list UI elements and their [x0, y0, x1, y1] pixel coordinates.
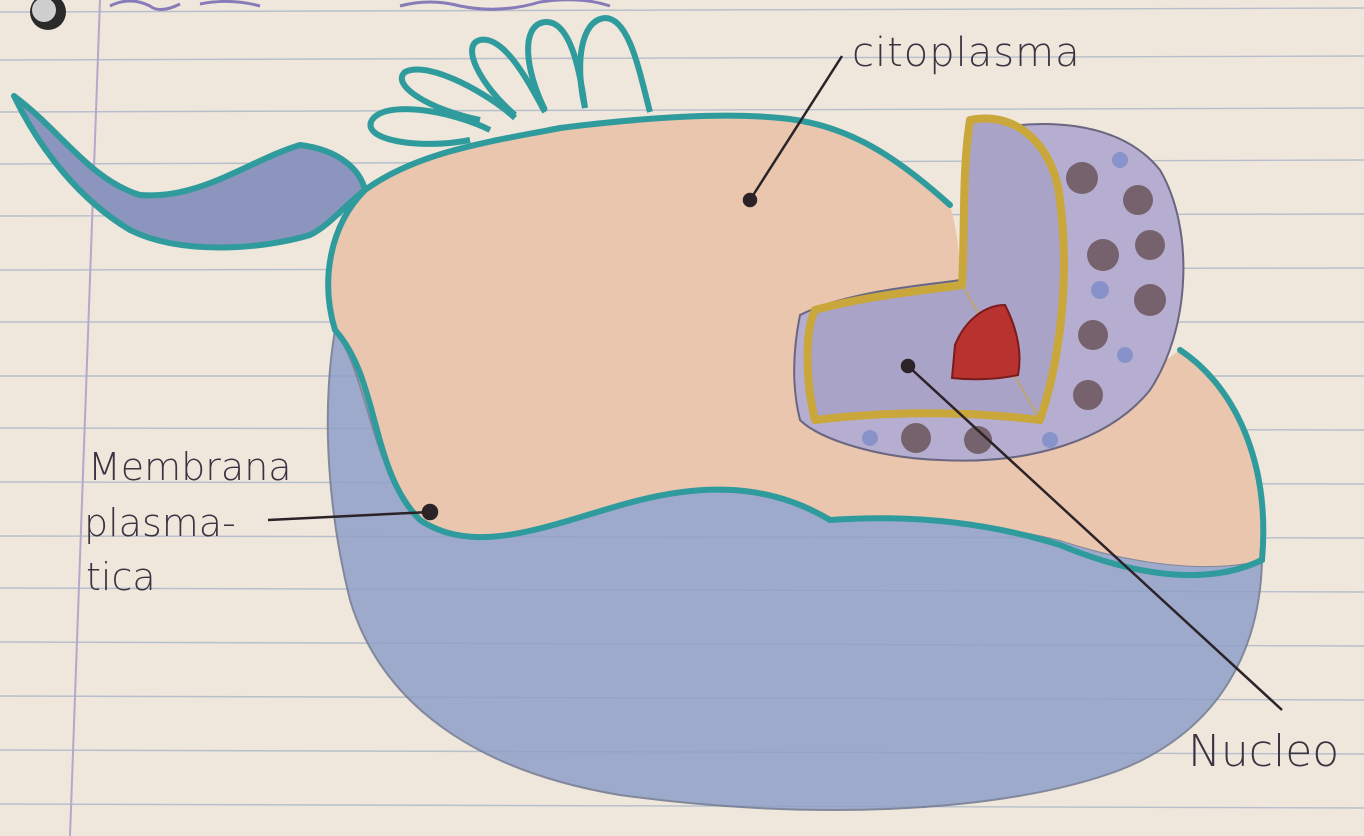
label-membrane-line3: tica [86, 555, 156, 599]
label-nucleus: Nucleo [1188, 726, 1339, 777]
label-cytoplasm: citoplasma [852, 30, 1081, 76]
label-membrane-line1: Membrana [88, 445, 292, 489]
label-membrane-line2: plasma- [84, 501, 236, 545]
